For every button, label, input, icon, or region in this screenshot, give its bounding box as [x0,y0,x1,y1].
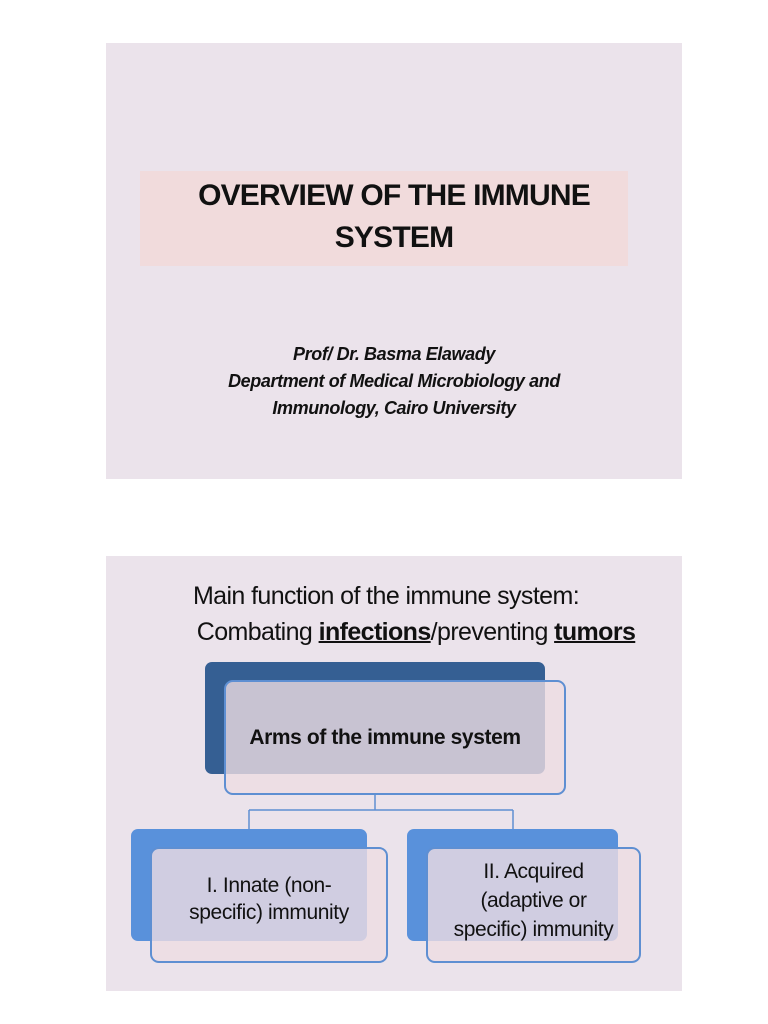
innate-label-line-1: I. Innate (non- [206,874,332,897]
slide-title-line-2: SYSTEM [334,221,454,254]
arms-box-label: Arms of the immune system [249,725,521,749]
department-line-1: Department of Medical Microbiology and [228,371,560,391]
acquired-immunity-box: II. Acquired (adaptive or specific) immu… [426,847,641,963]
acquired-label-line-3: specific) immunity [453,918,614,941]
title-highlight-band [140,171,628,266]
term-infections: infections [318,618,432,646]
main-function-subheading: Combating infections/preventing tumors [128,618,704,647]
term-tumors: tumors [554,618,636,646]
slide-title-line-1: OVERVIEW OF THE IMMUNE [198,179,591,212]
innate-label-line-2: specific) immunity [189,901,349,924]
main-function-heading: Main function of the immune system: [192,582,580,610]
author-name: Prof/ Dr. Basma Elawady [293,344,495,364]
department-line-2: Immunology, Cairo University [272,398,516,418]
slide-title: OVERVIEW OF THE IMMUNE SYSTEM [130,175,658,259]
subheading-middle: /preventing [430,618,555,646]
innate-immunity-box: I. Innate (non- specific) immunity [150,847,388,963]
author-block: Prof/ Dr. Basma Elawady Department of Me… [106,341,682,422]
diagram-connector-lines [248,795,514,829]
acquired-label-line-2: (adaptive or [480,889,587,912]
acquired-label-line-1: II. Acquired [483,860,584,883]
immune-arms-slide: Main function of the immune system: Comb… [106,556,682,991]
arms-of-immune-system-box: Arms of the immune system [224,680,566,795]
title-slide: OVERVIEW OF THE IMMUNE SYSTEM Prof/ Dr. … [106,43,682,479]
subheading-prefix: Combating [196,618,319,646]
